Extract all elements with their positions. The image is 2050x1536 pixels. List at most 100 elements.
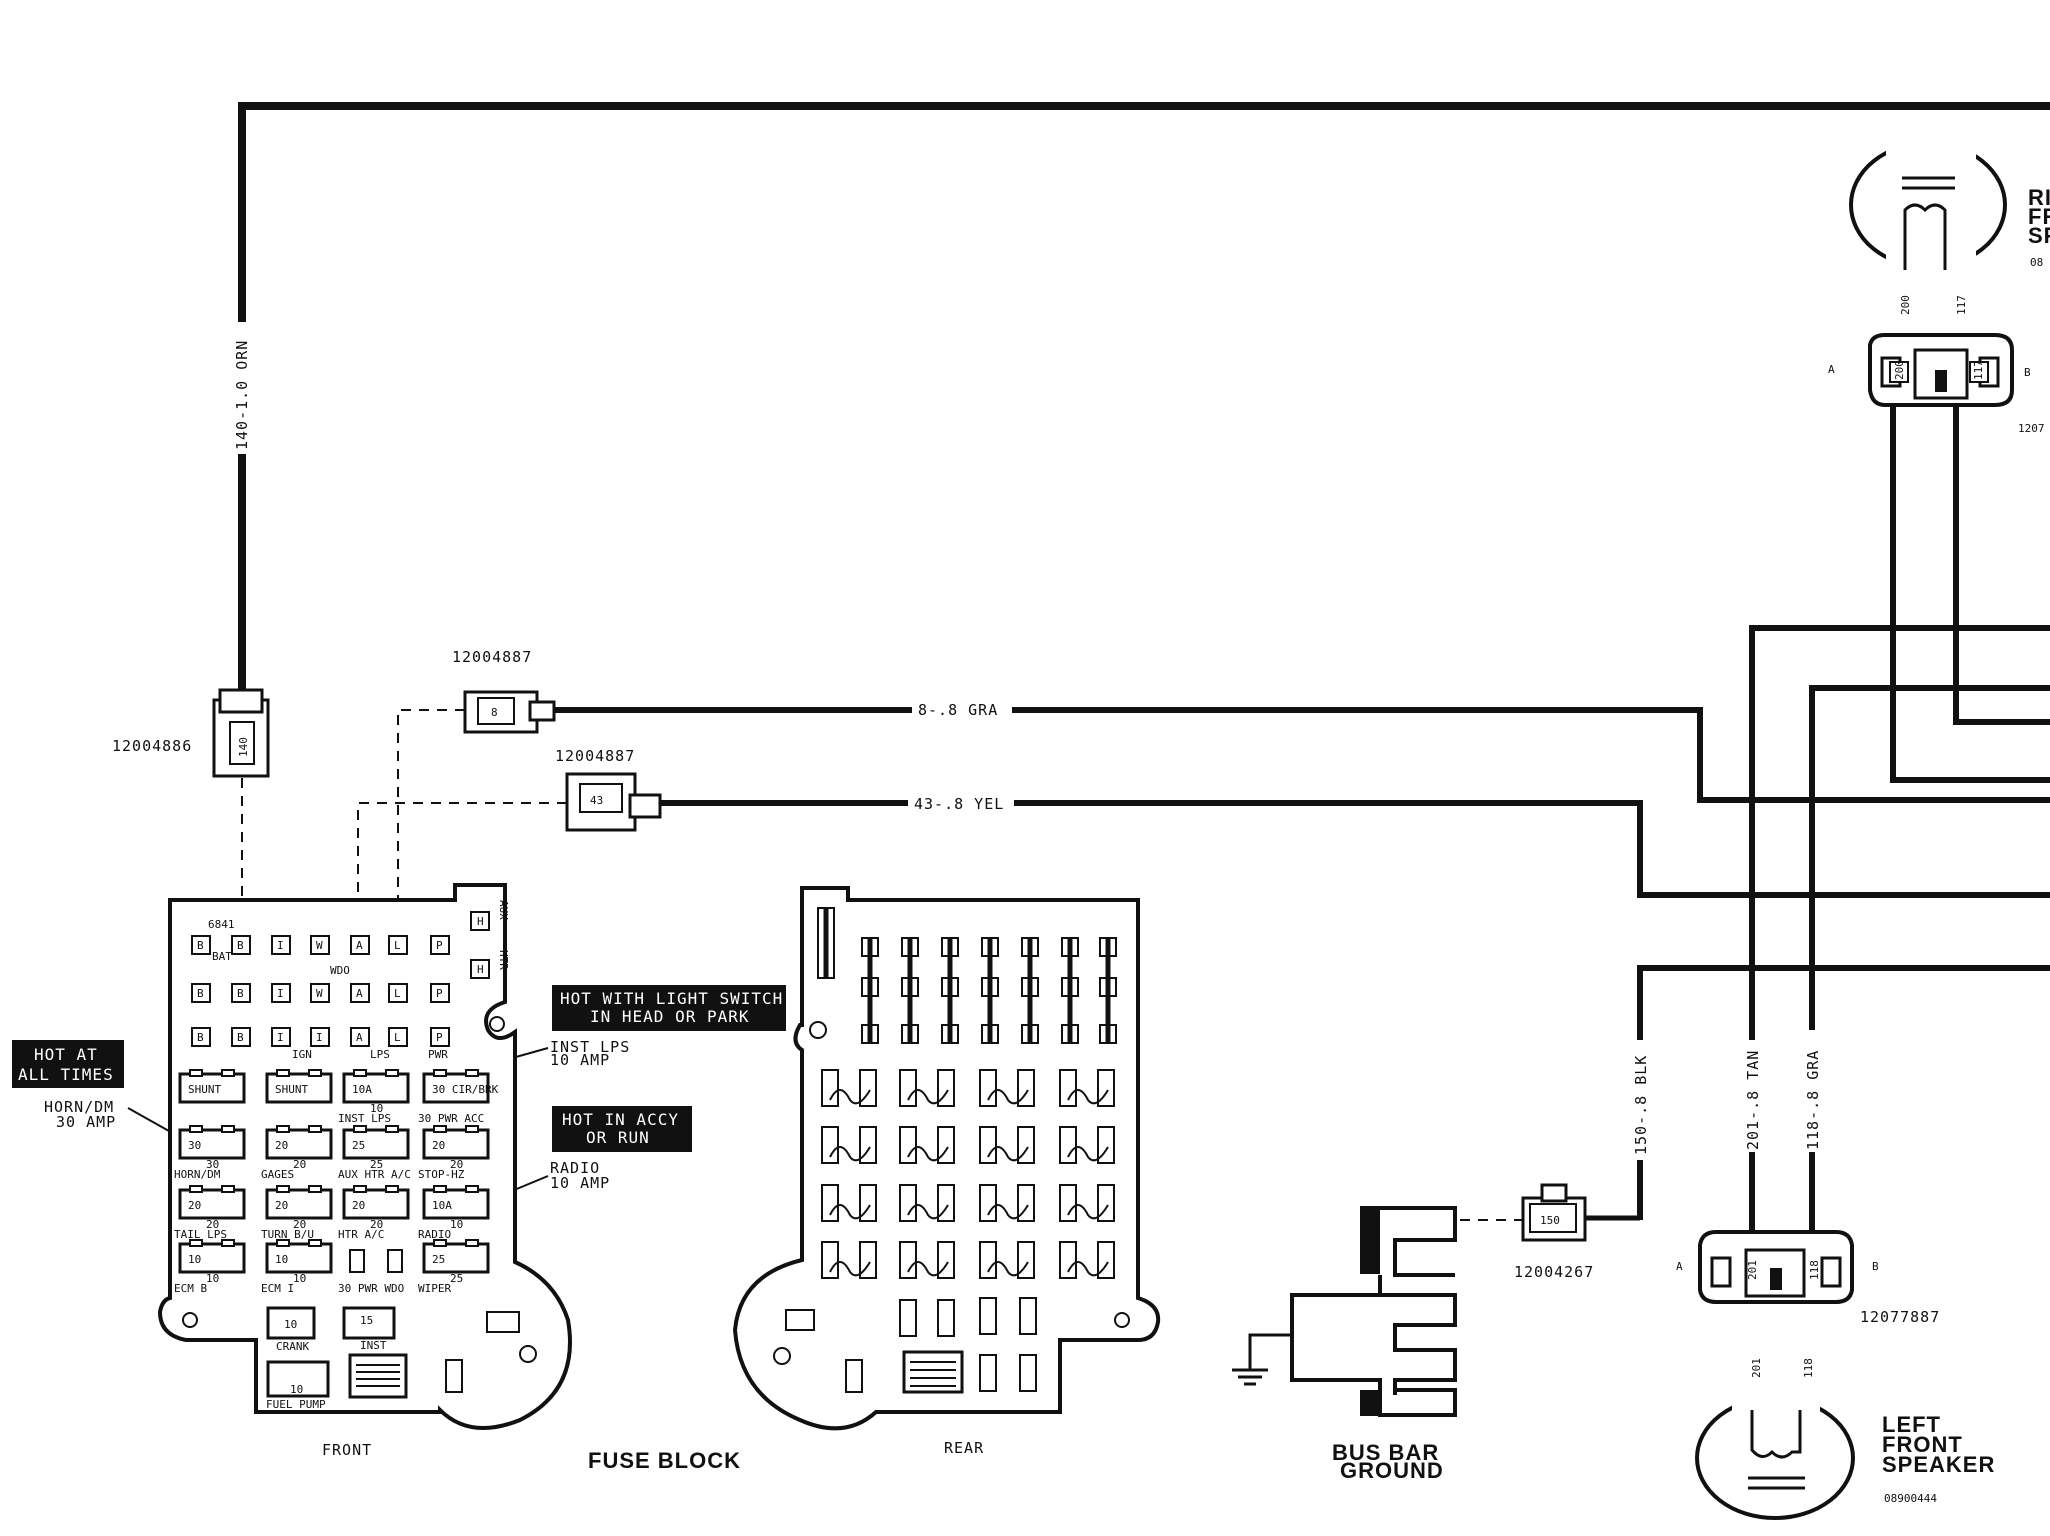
rear-relay-slot xyxy=(1059,1184,1115,1222)
wire-8: 8-.8 GRA xyxy=(552,700,2050,803)
fuse-label: TURN B/U xyxy=(261,1228,314,1241)
fuse-label: HTR A/C xyxy=(338,1228,384,1241)
fuse-value: 20 xyxy=(432,1139,445,1152)
right-speaker-title-1: RI xyxy=(2028,185,2050,210)
annotation-horn-dm: HORN/DM 30 AMP xyxy=(44,1098,186,1141)
wire-118: 118-.8 GRA xyxy=(1802,1030,1822,1152)
right-connector-cav1: 200 xyxy=(1893,360,1906,380)
bus-bar-ground: BUS BAR GROUND xyxy=(1232,1206,1457,1483)
fuse-value: 25 xyxy=(352,1139,365,1152)
left-speaker-title-3: SPEAKER xyxy=(1882,1452,1995,1477)
fuse-value: 25 xyxy=(432,1253,445,1266)
connector-140-part: 12004886 xyxy=(112,737,192,755)
row-label-lps: LPS xyxy=(370,1048,390,1061)
left-speaker-connector: 201 118 A B 12077887 xyxy=(1676,1230,1939,1326)
rear-slot xyxy=(1019,1297,1037,1335)
wire-150: 150-.8 BLK xyxy=(1580,1040,1650,1221)
fuse-sub: 20 xyxy=(293,1218,306,1231)
fuse-terminal: I xyxy=(271,983,291,1003)
fuse-terminal-label: L xyxy=(394,987,401,1000)
fuse-terminal-label: L xyxy=(394,1031,401,1044)
fuse-label: HORN/DM xyxy=(174,1168,221,1181)
fuse-block-front-label: FRONT xyxy=(322,1441,372,1459)
fuse-block-title: FUSE BLOCK xyxy=(588,1448,741,1473)
fuse-label: AUX HTR A/C xyxy=(338,1168,411,1181)
fuse-sub: 10 xyxy=(293,1272,306,1285)
fuse-terminal: L xyxy=(388,935,408,955)
fuse-terminal: A xyxy=(350,983,370,1003)
rear-relay-slot xyxy=(821,1069,877,1107)
fuse-terminal-label: B xyxy=(197,1031,204,1044)
wire-140: 140-1.0 ORN xyxy=(232,102,2050,700)
fuse-block-h-term-2: H xyxy=(477,963,484,976)
fuse-value: 20 xyxy=(275,1139,288,1152)
annotation-horn-dm-line2: 30 AMP xyxy=(56,1113,116,1131)
fuse-block-rear: REAR xyxy=(732,886,1161,1457)
fuse-crank-label: CRANK xyxy=(276,1340,309,1353)
fuse-value: 10A xyxy=(432,1199,452,1212)
wire-150-label: 150-.8 BLK xyxy=(1632,1055,1650,1155)
annotation-inst-lps-line2: 10 AMP xyxy=(550,1051,610,1069)
fuse-terminal-label: B xyxy=(237,1031,244,1044)
left-speaker-code: 08900444 xyxy=(1884,1492,1937,1505)
right-speaker-code: 08 xyxy=(2030,256,2043,269)
left-connector-pin-a: A xyxy=(1676,1260,1683,1273)
callout-hot-with-light-line1: HOT WITH LIGHT SWITCH xyxy=(560,989,783,1008)
fuse-sub: 20 xyxy=(370,1218,383,1231)
callout-hot-at-all-times-line2: ALL TIMES xyxy=(18,1065,114,1084)
wire-140-label: 140-1.0 ORN xyxy=(233,340,251,450)
fuse-sub: 25 xyxy=(370,1158,383,1171)
fuse-terminal-label: B xyxy=(237,987,244,1000)
rear-relay-slot xyxy=(899,1069,955,1107)
connector-8: 8 12004887 xyxy=(397,648,556,900)
rear-relay-slot xyxy=(979,1069,1035,1107)
fuse-label: STOP-HZ xyxy=(418,1168,465,1181)
callout-hot-with-light: HOT WITH LIGHT SWITCH IN HEAD OR PARK xyxy=(552,985,786,1031)
fuse-sub: 20 xyxy=(450,1158,463,1171)
rear-terminal-grid xyxy=(817,907,1117,1392)
fuse-terminal: B xyxy=(231,983,251,1003)
connector-150-part: 12004267 xyxy=(1514,1263,1594,1281)
fuse-terminal-label: W xyxy=(316,939,323,952)
fuse-terminal: B xyxy=(191,1027,211,1047)
fuse-terminal: P xyxy=(430,935,450,955)
fuse-terminal: I xyxy=(271,1027,291,1047)
fuse-value: SHUNT xyxy=(188,1083,221,1096)
left-speaker-lead1: 201 xyxy=(1750,1358,1763,1378)
left-connector-cav1: 201 xyxy=(1746,1260,1759,1280)
fuse-terminal: B xyxy=(191,935,211,955)
bus-bar-title-1: BUS BAR xyxy=(1332,1440,1439,1465)
fuse-terminal-label: B xyxy=(237,939,244,952)
connector-43-part: 12004887 xyxy=(555,747,635,765)
right-speaker-title-2: FR xyxy=(2028,204,2050,229)
right-speaker-title-3: SP xyxy=(2028,223,2050,248)
fuse-terminal-label: B xyxy=(197,987,204,1000)
rear-slot xyxy=(979,1297,997,1335)
wire-8-label: 8-.8 GRA xyxy=(918,701,998,719)
fuse-crank-value: 10 xyxy=(284,1318,297,1331)
rear-relay-slot xyxy=(1059,1241,1115,1279)
fuse-sub: 30 xyxy=(206,1158,219,1171)
fuse-terminal: I xyxy=(271,935,291,955)
fuse-terminal-label: I xyxy=(277,939,284,952)
fuse-label: GAGES xyxy=(261,1168,294,1181)
rear-slot xyxy=(979,1354,997,1392)
harness-wires xyxy=(1637,418,2050,1230)
right-speaker-lead1: 200 xyxy=(1899,295,1912,315)
rear-slot xyxy=(937,1299,955,1337)
fuse-value: 10 xyxy=(275,1253,288,1266)
fuse-inst-value: 15 xyxy=(360,1314,373,1327)
wire-43-label: 43-.8 YEL xyxy=(914,795,1004,813)
right-speaker-connector: 200 117 A B 1207 xyxy=(1828,333,2045,435)
fuse-terminal: P xyxy=(430,1027,450,1047)
